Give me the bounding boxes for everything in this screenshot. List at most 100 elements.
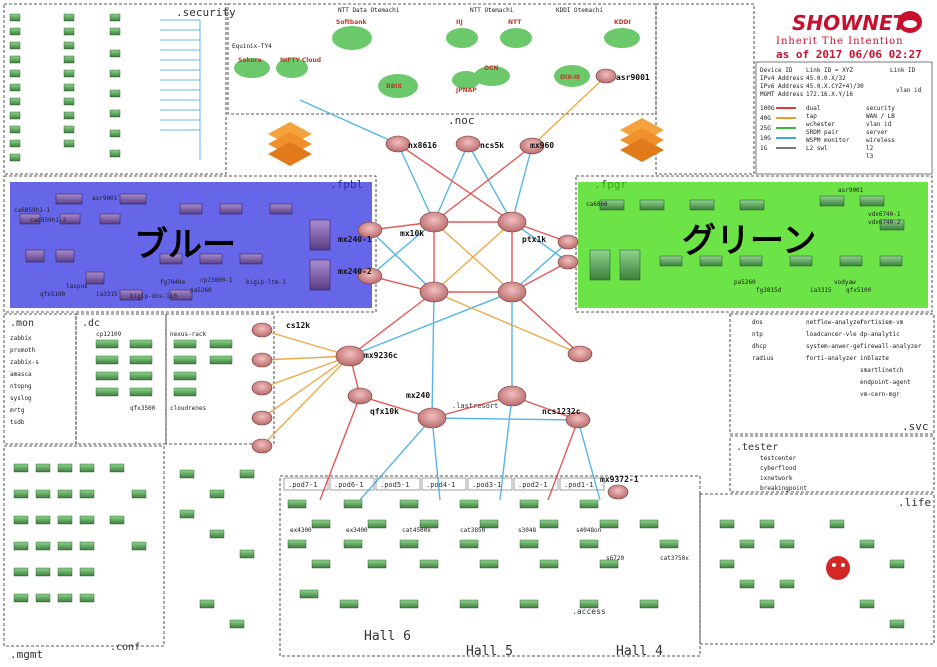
svc-item-13: endpoint-agent: [860, 379, 911, 386]
router-ptx1k[interactable]: ptx1k: [497, 211, 546, 244]
mon-item-2: zabbix-s: [10, 359, 39, 366]
router-mx240-2[interactable]: mx240-2: [338, 267, 383, 285]
cloud-ocn[interactable]: OCN: [474, 65, 510, 86]
router-dc-3[interactable]: [251, 380, 273, 396]
legend-item-8: vlan id: [866, 121, 892, 128]
svc-item-2: dhcp: [752, 343, 767, 350]
legend-item-5: L2 swl: [806, 145, 828, 152]
pod-device-s6720: s6720: [606, 555, 624, 562]
router-asr9001[interactable]: asr9001: [595, 68, 650, 84]
svc-item-6: system-anwer-ge: [806, 343, 861, 350]
pod-device-ex4300: ex4300: [290, 527, 312, 534]
mon-section-label: .mon: [10, 318, 34, 329]
cloud-nifty[interactable]: NIFTY Cloud: [276, 57, 321, 78]
fpgr-device-ca6860: ca6860: [586, 201, 608, 208]
mon-item-3: amasca: [10, 371, 32, 378]
svc-item-11: inblazte: [860, 355, 889, 362]
cloud-ntt-label: NTT: [508, 19, 522, 26]
dc-device-qfx3500: qfx3500: [130, 405, 156, 412]
conf-section-label: .conf: [110, 642, 140, 653]
router-ncs5k-label: ncs5k: [480, 141, 504, 150]
pod-device-cat3850: cat3850: [460, 527, 486, 534]
router-asr9001-label: asr9001: [616, 73, 650, 82]
router-ncs5k[interactable]: ncs5k: [455, 135, 504, 153]
pod-device-labels: ex4300 ex3400 cat4500x cat3850 s3048 s40…: [290, 527, 689, 562]
router-cs12k[interactable]: cs12k: [251, 321, 310, 338]
router-ncs1232c[interactable]: ncs1232c: [542, 407, 591, 429]
cloud-bbix[interactable]: BBIX: [378, 74, 418, 98]
pod-labels: .pod7-1 .pod6-1 .pod5-1 .pod4-1 .pod3-1 …: [283, 477, 605, 491]
security-devices: [9, 13, 121, 162]
pod-device-ex3400: ex3400: [346, 527, 368, 534]
brand-logo-icon: [898, 11, 922, 33]
fpgr-device-vdx-1: vdx6740-1: [868, 211, 901, 218]
legend-panel: Device ID IPv4 Address 45.0.0.X/32 IPv6 …: [755, 61, 933, 175]
router-mx10k-label: mx10k: [400, 229, 424, 238]
cloud-iij[interactable]: IIJ: [446, 19, 478, 48]
server-stacks: [268, 118, 664, 166]
svc-item-8: fortisiem-vm: [860, 319, 904, 326]
router-ptx1k-label: ptx1k: [522, 235, 546, 244]
router-mx240[interactable]: mx240: [406, 391, 447, 429]
kddi-otemachi-label: KDDI Otemachi: [556, 7, 603, 14]
router-core-sw[interactable]: [419, 281, 449, 303]
router-dc-4[interactable]: [251, 410, 273, 426]
svc-list: dns ntp dhcp radius netflow-analyzer loa…: [752, 319, 922, 398]
legend-device-id: Device ID: [760, 67, 793, 74]
router-fpgr-b[interactable]: [557, 254, 579, 270]
legend-item-1: tap: [806, 113, 817, 120]
router-dc-2[interactable]: [251, 352, 273, 368]
cloud-iij-label: IIJ: [456, 19, 463, 26]
router-core-se[interactable]: [497, 281, 527, 303]
life-devices: [719, 519, 905, 629]
access-section-label: .access: [572, 607, 606, 616]
life-section-label: .life: [898, 496, 931, 509]
pod-device-cat3750x: cat3750x: [660, 555, 689, 562]
hall5-label: Hall 5: [466, 644, 513, 659]
pod-access-switches: [287, 499, 679, 609]
brand-logo-text: SHOWNET: [792, 11, 908, 35]
router-mx10k[interactable]: mx10k: [400, 211, 449, 238]
legend-item-3: SRDM pair: [806, 129, 839, 136]
svc-item-4: netflow-analyzer: [806, 319, 864, 326]
core-links: [261, 75, 607, 501]
cloud-dixie-label: DIX-IE: [560, 74, 580, 81]
router-nx8616[interactable]: nx8616: [385, 135, 437, 153]
mon-item-1: promoth: [10, 347, 36, 354]
tester-list: testcenter cyberflood ixnetwork breaking…: [760, 455, 807, 492]
cloud-ntt[interactable]: NTT: [500, 19, 532, 48]
cloud-dixie[interactable]: DIX-IE: [554, 65, 590, 87]
fpbl-devices: asr9001 ca6859h1-1 ca6859h1-2 laspus qfx…: [14, 193, 331, 301]
fpgr-device-vodyaw: vodyaw: [834, 279, 856, 286]
ntt-data-label: NTT Data Otemachi: [338, 7, 400, 14]
legend-mgmt-address: MGMT Address: [760, 91, 804, 98]
pod-device-cat4500x: cat4500x: [402, 527, 431, 534]
router-mx960[interactable]: mx960: [519, 137, 554, 155]
pod1-label: .pod1-1: [564, 481, 594, 489]
router-mx240-b[interactable]: [497, 385, 527, 407]
cloud-jpnap[interactable]: JPNAP: [452, 71, 480, 94]
cloud-sakura-label: Sakura: [238, 57, 262, 64]
legend-speed-4: 1G: [760, 145, 768, 152]
router-qfx10k[interactable]: qfx10k: [347, 387, 399, 416]
cloud-kddi[interactable]: KDDI: [604, 19, 640, 48]
svc-item-10: firewall-analyzer: [860, 343, 922, 350]
router-fpgr-a[interactable]: [557, 234, 579, 250]
tester-item-3: breakingpoint: [760, 485, 807, 492]
legend-item-11: l2: [866, 145, 874, 152]
brand-header: SHOWNET Inherit The Intention as of 2017…: [776, 11, 922, 61]
router-mx240-1[interactable]: mx240-1: [338, 221, 383, 244]
router-mx9236c[interactable]: mx9236c: [335, 345, 398, 367]
cloud-softbank[interactable]: Softbank: [332, 19, 372, 50]
section-frames: [3, 3, 935, 657]
cloud-sakura[interactable]: Sakura: [234, 57, 270, 78]
legend-speed-bars: 100G 40G 25G 10G 1G: [760, 105, 796, 152]
mgmt-devices: [13, 463, 255, 629]
tester-section-label: .tester: [736, 442, 778, 453]
cloud-jpnap-label: JPNAP: [455, 87, 477, 94]
router-dc-5[interactable]: [251, 438, 273, 454]
router-mx9372-1[interactable]: mx9372-1: [600, 475, 639, 500]
fpbl-device-bigip-dns: bigip-dns-110: [130, 293, 177, 300]
legend-ipv4-value: 45.0.0.X/32: [806, 75, 846, 82]
router-edge-e[interactable]: [567, 345, 593, 363]
